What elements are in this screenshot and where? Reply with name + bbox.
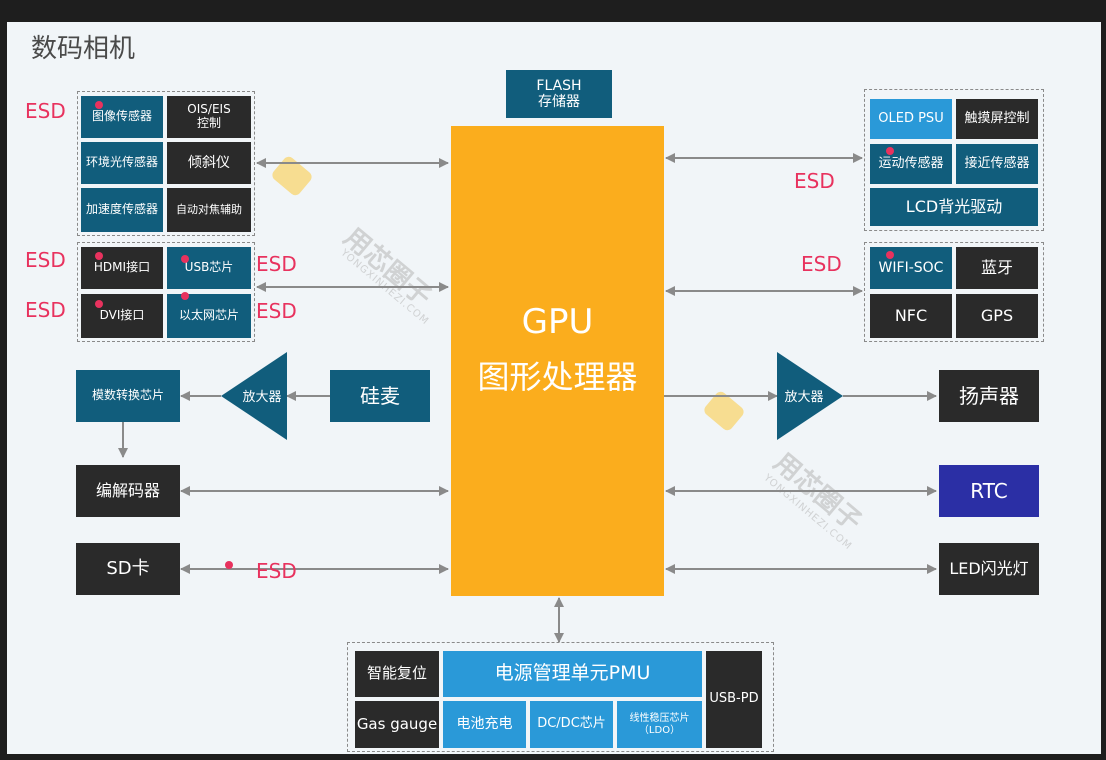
speaker-amplifier-label: 放大器 <box>784 390 824 405</box>
motion-sensor-block: 运动传感器 <box>870 144 952 184</box>
esd-label: ESD <box>256 299 297 323</box>
sensor-group <box>77 91 255 236</box>
esd-dot <box>886 147 894 155</box>
led-flash-block: LED闪光灯 <box>939 543 1039 595</box>
interface-group <box>77 242 255 342</box>
gpu-title: GPU <box>521 302 594 342</box>
esd-label: ESD <box>801 252 842 276</box>
esd-dot <box>886 251 894 259</box>
esd-label: ESD <box>256 559 297 583</box>
dcdc-chip-block: DC/DC芯片 <box>530 701 613 748</box>
connector-arrows <box>118 153 937 643</box>
esd-dot <box>181 255 189 263</box>
esd-label: ESD <box>25 99 66 123</box>
esd-label: ESD <box>25 298 66 322</box>
dvi-interface-block: DVI接口 <box>81 294 163 338</box>
ethernet-chip-block: 以太网芯片 <box>167 294 251 338</box>
wireless-group <box>864 242 1044 342</box>
codec-block: 编解码器 <box>76 465 180 517</box>
adc-chip-block: 模数转换芯片 <box>76 370 180 422</box>
bluetooth-block: 蓝牙 <box>956 247 1038 289</box>
diagram-title: 数码相机 <box>31 34 136 64</box>
esd-dot <box>95 252 103 260</box>
display-sensor-group <box>864 89 1044 231</box>
esd-label: ESD <box>794 169 835 193</box>
usb-pd-block: USB-PD <box>706 651 762 748</box>
pmu-block: 电源管理单元PMU <box>443 651 702 697</box>
ldo-chip-block: 线性稳压芯片 （LDO） <box>617 701 702 748</box>
gpu-subtitle: 图形处理器 <box>477 358 638 396</box>
esd-dot <box>95 300 103 308</box>
esd-label: ESD <box>25 248 66 272</box>
touchscreen-controller-block: 触摸屏控制 <box>956 99 1038 139</box>
sd-card-block: SD卡 <box>76 543 180 595</box>
autofocus-assist-block: 自动对焦辅助 <box>167 188 251 232</box>
oled-psu-block: OLED PSU <box>870 99 952 139</box>
image-sensor-block: 图像传感器 <box>81 96 163 138</box>
power-group <box>347 642 774 752</box>
wifi-soc-block: WIFI-SOC <box>870 247 952 289</box>
silicon-mic-block: 硅麦 <box>330 370 430 422</box>
gas-gauge-block: Gas gauge <box>355 701 439 748</box>
lcd-backlight-driver-block: LCD背光驱动 <box>870 188 1038 226</box>
inclinometer-block: 倾斜仪 <box>167 142 251 184</box>
smart-reset-block: 智能复位 <box>355 651 439 697</box>
esd-label: ESD <box>256 252 297 276</box>
esd-dot <box>95 101 103 109</box>
flash-storage-block: FLASH 存储器 <box>506 70 612 118</box>
hdmi-interface-block: HDMI接口 <box>81 247 163 289</box>
diagram-canvas: 数码相机 用芯圈子 YONGXINHEZI.COM 用芯圈子 YONGXINHE… <box>7 22 1101 754</box>
battery-charger-block: 电池充电 <box>443 701 526 748</box>
rtc-block: RTC <box>939 465 1039 517</box>
esd-dot <box>225 561 233 569</box>
gps-block: GPS <box>956 294 1038 338</box>
esd-dot <box>181 292 189 300</box>
ambient-light-sensor-block: 环境光传感器 <box>81 142 163 184</box>
accelerometer-block: 加速度传感器 <box>81 188 163 232</box>
nfc-block: NFC <box>870 294 952 338</box>
proximity-sensor-block: 接近传感器 <box>956 144 1038 184</box>
usb-chip-block: USB芯片 <box>167 247 251 289</box>
speaker-block: 扬声器 <box>939 370 1039 422</box>
ois-eis-block: OIS/EIS 控制 <box>167 96 251 138</box>
mic-amplifier-label: 放大器 <box>242 390 282 405</box>
gpu-block: GPU 图形处理器 <box>451 126 664 596</box>
